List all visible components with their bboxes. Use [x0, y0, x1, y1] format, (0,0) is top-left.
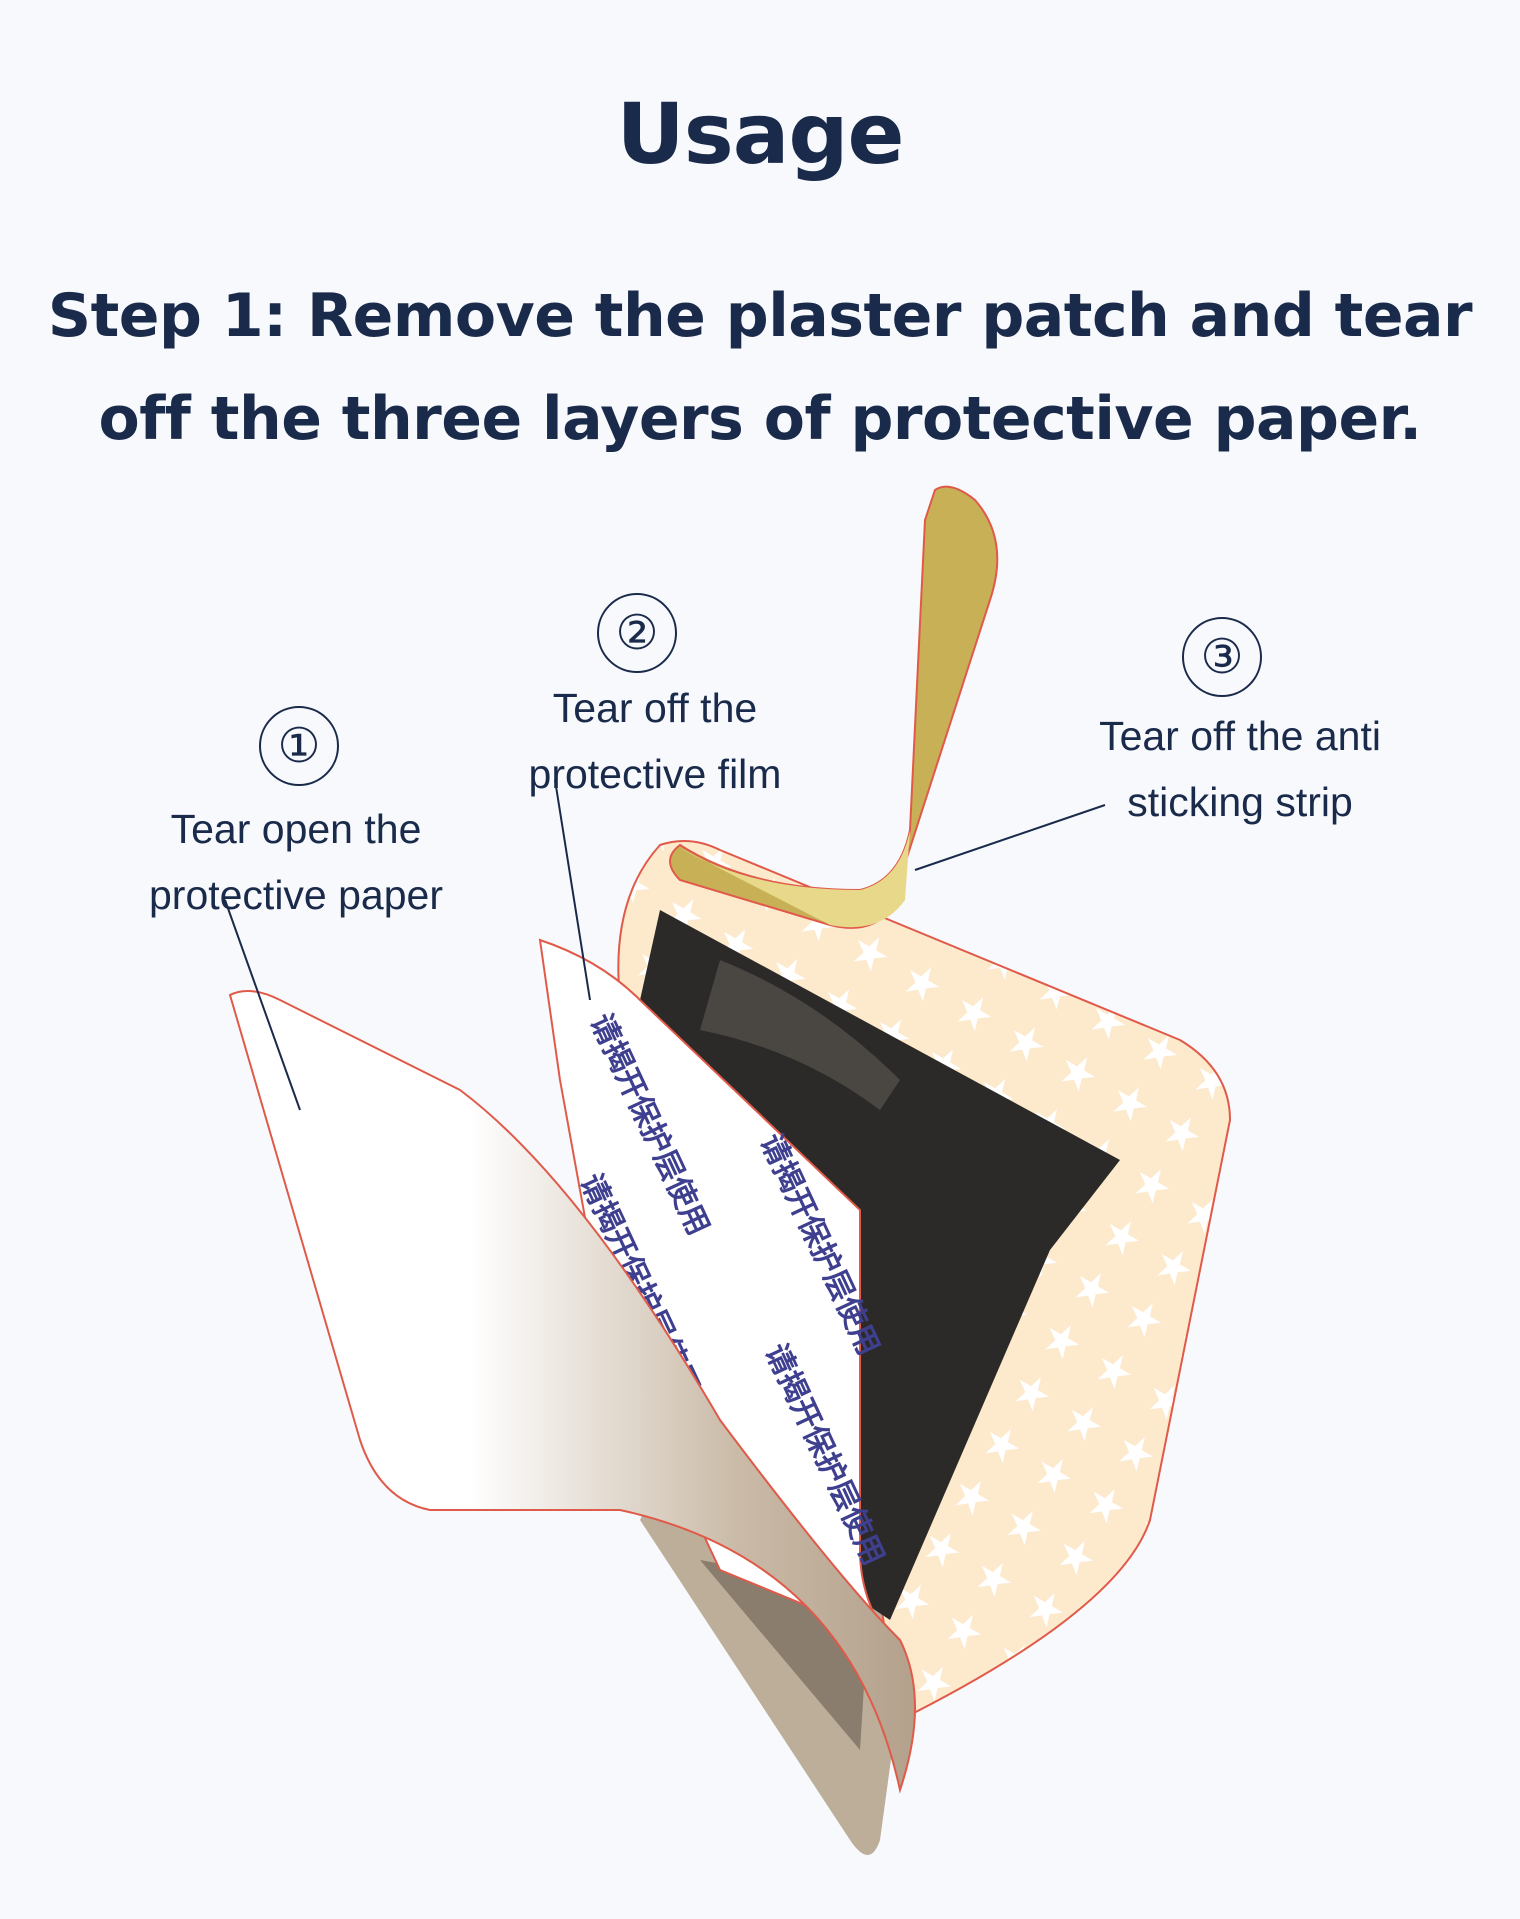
anti-sticking-strip: [669, 485, 999, 929]
callout-number-1: ①: [259, 706, 339, 786]
patch-center: [640, 910, 1120, 1620]
callout-label-1: Tear open the protective paper: [148, 806, 443, 918]
leader-line-2: [554, 779, 591, 1001]
callout-number-3: ③: [1182, 617, 1262, 697]
protective-paper: [228, 990, 916, 1794]
callout-number-2: ②: [597, 593, 677, 673]
page-title: Usage: [616, 85, 905, 183]
leader-line-3: [914, 804, 1106, 871]
step-heading: Step 1: Remove the plaster patch and tea…: [47, 281, 1473, 454]
callout-label-2: Tear off the protective film: [528, 685, 782, 797]
leader-line-1: [224, 899, 301, 1111]
callout-label-3: Tear off the anti sticking strip: [1099, 713, 1381, 825]
